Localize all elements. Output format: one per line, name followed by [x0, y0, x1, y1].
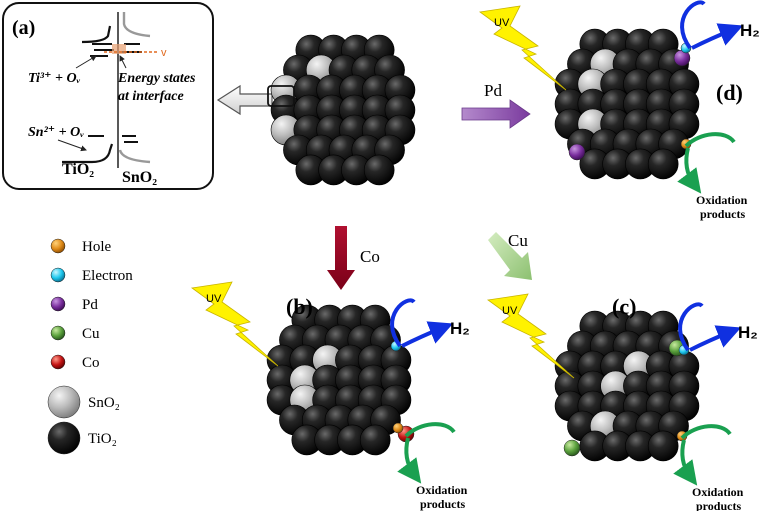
tio2-cb-edge — [81, 25, 112, 44]
h2-label: H₂ — [738, 323, 758, 342]
electron-arc — [678, 302, 704, 352]
cu-arrow: Cu — [488, 231, 532, 280]
legend-label: SnO₂ — [88, 395, 120, 411]
inset-panel-a: (a) v Ti³⁺ + Oᵥ Energy states at interfa… — [2, 2, 214, 190]
uv-bolt-shape — [478, 5, 567, 91]
inset-frame — [2, 2, 214, 190]
tio2-sphere-legend-icon — [47, 421, 81, 455]
panel-d-label: (d) — [716, 80, 743, 105]
uv-label: UV — [494, 17, 510, 29]
cluster-d — [554, 28, 700, 180]
sno2-cb-edge — [122, 12, 151, 38]
interface-state-highlight — [112, 44, 126, 54]
pd-arrow-label: Pd — [484, 81, 502, 100]
cu-particle-legend-icon — [50, 325, 66, 341]
hole-particle — [392, 422, 404, 434]
oxidation-label: products — [420, 497, 465, 511]
uv-bolt-shape — [486, 293, 575, 379]
ti-state-label: Ti³⁺ + Oᵥ — [28, 71, 81, 86]
co-arrow: Co — [327, 226, 380, 290]
legend-label: Pd — [82, 297, 98, 313]
sno2-vb-edge — [118, 149, 151, 164]
cluster-c — [554, 310, 700, 462]
oxidation-label: Oxidation — [692, 485, 744, 499]
tio2-band-edge — [62, 143, 114, 164]
co-particle-legend-icon — [50, 354, 66, 370]
zoom-box — [267, 85, 295, 107]
co-arrow-label: Co — [360, 247, 380, 266]
energy-label-line2: at interface — [118, 89, 184, 104]
legend-label: Hole — [82, 239, 112, 255]
h2-arrow — [689, 325, 742, 352]
tio2-sphere — [647, 430, 679, 462]
hole-particle-legend-icon — [50, 238, 66, 254]
electron-arc — [390, 298, 416, 348]
cu-arrow-label: Cu — [508, 231, 528, 250]
h2-label: H₂ — [450, 319, 470, 338]
pd-particle — [568, 143, 586, 161]
uv-label: UV — [206, 293, 222, 305]
panel-b-label: (b) — [286, 294, 313, 319]
energy-pointer — [119, 55, 127, 69]
center-cluster — [270, 34, 416, 186]
oxidation-label: products — [700, 207, 745, 221]
legend-label: Co — [82, 355, 100, 371]
inset-label: (a) — [12, 17, 35, 39]
oxidation-label: Oxidation — [416, 483, 468, 497]
energy-label-line1: Energy states — [117, 71, 196, 86]
uv-label: UV — [502, 305, 518, 317]
panel-c-label: (c) — [612, 294, 636, 319]
tio2-sphere — [647, 148, 679, 180]
uv-bolt-d: UV — [478, 5, 567, 91]
h2-arrow — [401, 321, 454, 348]
sno2-label: SnO₂ — [122, 169, 157, 186]
zoom-arrow — [216, 84, 273, 116]
legend-label: Cu — [82, 326, 100, 342]
oxidation-label: products — [696, 499, 741, 511]
v-marker: v — [161, 47, 167, 59]
legend-label: Electron — [82, 268, 133, 284]
cluster-b — [266, 304, 412, 456]
pd-arrow: Pd — [461, 81, 531, 129]
pd-particle-legend-icon — [50, 296, 66, 312]
sn-pointer — [57, 139, 87, 152]
h2-arrow — [691, 23, 744, 50]
legend-label: TiO₂ — [88, 431, 117, 447]
tio2-sphere — [359, 424, 391, 456]
h2-label: H₂ — [740, 21, 760, 40]
uv-bolt-b: UV — [190, 281, 279, 367]
sn-state-label: Sn²⁺ + Oᵥ — [28, 125, 84, 140]
oxidation-arrow — [677, 147, 702, 194]
hole-arc — [684, 132, 736, 148]
electron-particle-legend-icon — [50, 267, 66, 283]
cu-particle — [563, 439, 581, 457]
oxidation-arrow — [673, 439, 698, 486]
tio2-sphere — [363, 154, 395, 186]
oxidation-arrow — [397, 437, 422, 484]
uv-bolt-shape — [190, 281, 279, 367]
oxidation-label: Oxidation — [696, 193, 748, 207]
uv-bolt-c: UV — [486, 293, 575, 379]
hole-arc — [680, 424, 732, 440]
sno2-sphere-legend-icon — [47, 385, 81, 419]
tio2-label: TiO₂ — [62, 161, 94, 178]
hole-arc — [404, 422, 456, 438]
electron-arc — [680, 0, 706, 50]
ti-pointer — [75, 55, 97, 69]
